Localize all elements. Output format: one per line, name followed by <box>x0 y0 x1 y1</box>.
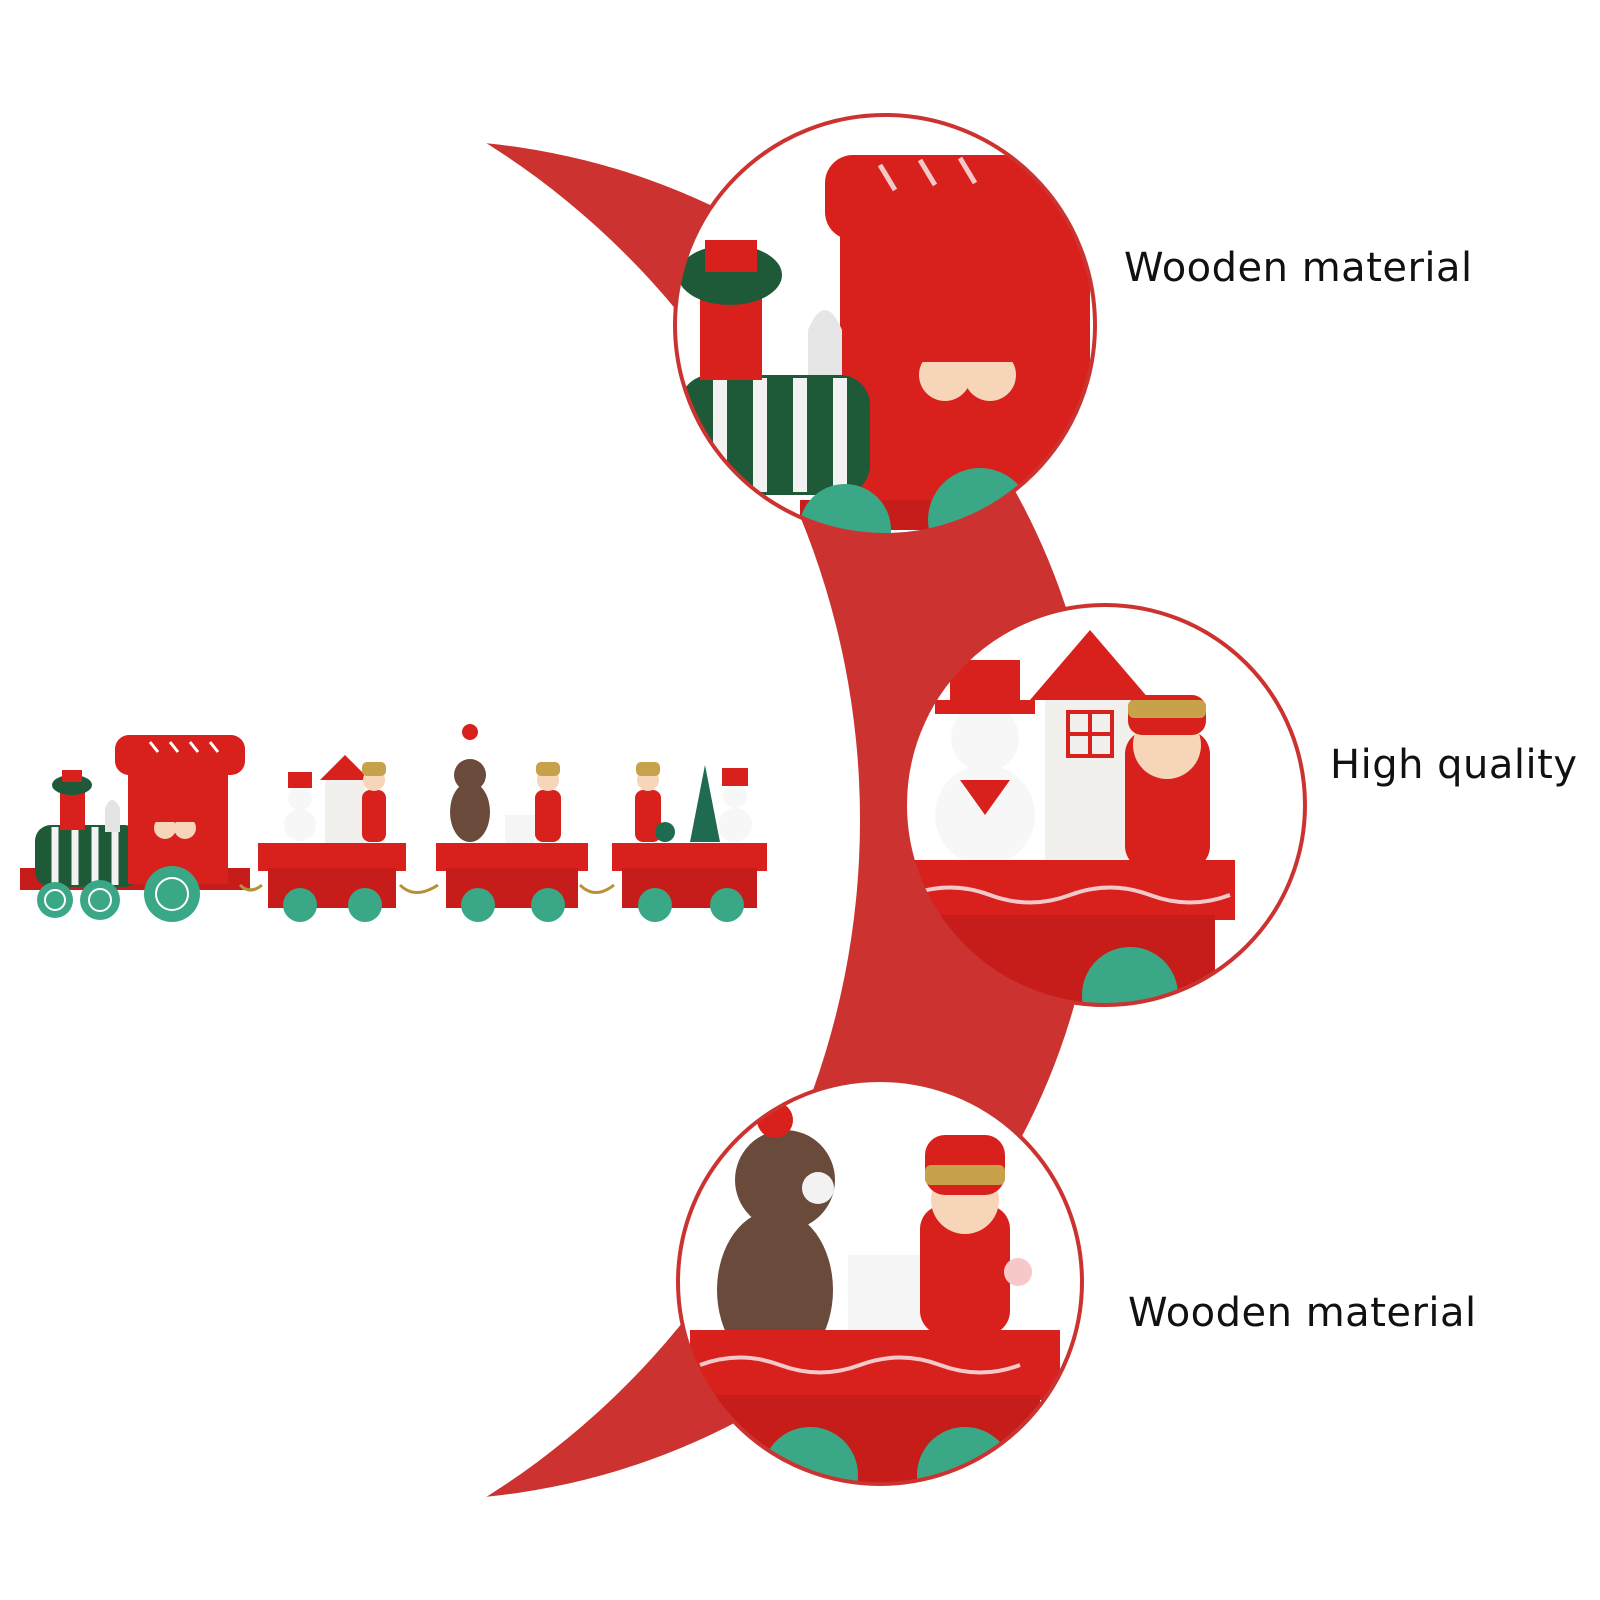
feature-label-wooden-material-2: Wooden material <box>1128 1290 1477 1336</box>
car-snowman <box>258 755 406 922</box>
toy-train-full <box>20 724 767 922</box>
feature-label-wooden-material: Wooden material <box>1124 245 1473 291</box>
car-bear <box>436 724 588 922</box>
feature-label-high-quality: High quality <box>1330 742 1578 788</box>
train-couplings <box>238 883 615 894</box>
locomotive <box>20 735 250 922</box>
detail-circle-locomotive <box>673 113 1097 537</box>
detail-circle-bear-car <box>676 1078 1084 1486</box>
car-tree <box>612 762 767 922</box>
